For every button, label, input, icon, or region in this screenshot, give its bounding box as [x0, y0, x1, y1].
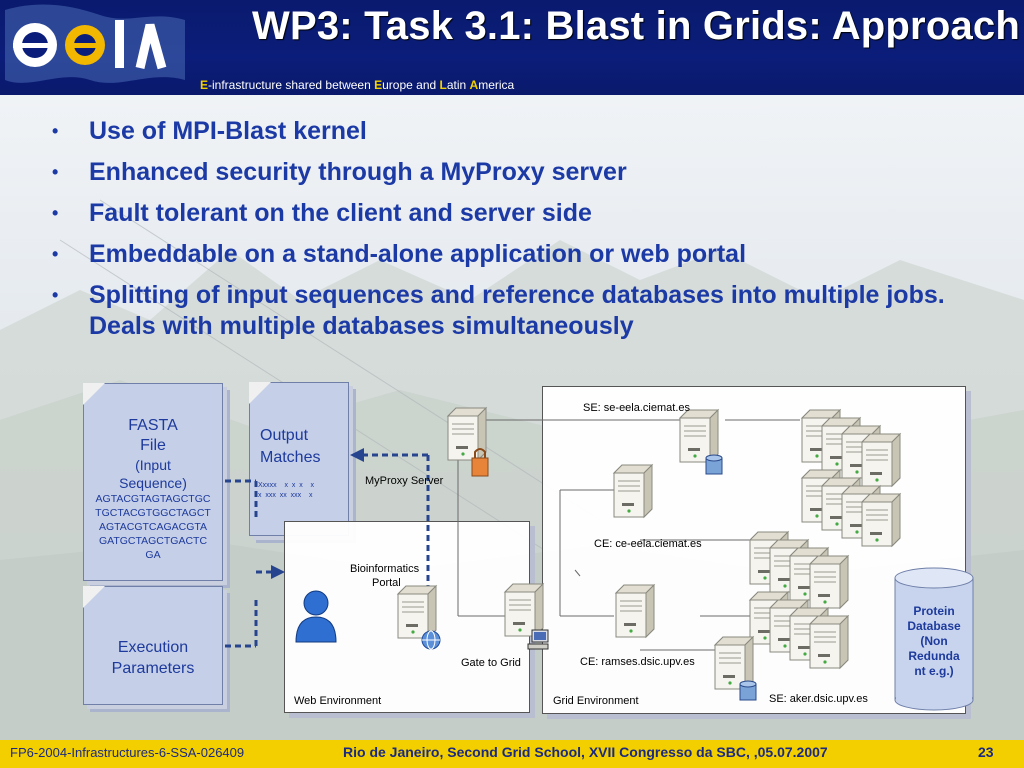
- footer-project-code: FP6-2004-Infrastructures-6-SSA-026409: [10, 745, 245, 760]
- exec-label: Execution: [117, 639, 189, 656]
- gate-label: Gate to Grid: [461, 657, 521, 669]
- subtitle-part: L: [439, 78, 447, 92]
- database-icon: [705, 454, 723, 475]
- fasta-sequence-line: GA: [145, 549, 161, 561]
- exec-label: Parameters: [111, 660, 195, 677]
- bullet-dot: •: [52, 285, 59, 305]
- se-ciemat-label: SE: se-eela.ciemat.es: [583, 402, 690, 414]
- footer-event: Rio de Janeiro, Second Grid School, XVII…: [343, 744, 828, 760]
- protein-database-icon: [894, 567, 974, 711]
- protein-label-line: Database: [907, 619, 961, 633]
- subtitle-part: -infrastructure shared between: [208, 78, 375, 92]
- bullet-item: • Enhanced security through a MyProxy ser…: [52, 157, 982, 188]
- grid-environment-label: Grid Environment: [553, 695, 639, 707]
- page-fold-icon: [83, 586, 105, 608]
- page-number: 23: [978, 744, 994, 760]
- execution-parameters-box: Execution Parameters: [83, 586, 223, 705]
- bullet-list: • Use of MPI-Blast kernel • Enhanced secur…: [52, 116, 982, 352]
- server-icon: [861, 493, 901, 547]
- output-data-line: Xxxxx x x x x: [258, 482, 315, 489]
- protein-label-line: (Non: [920, 634, 948, 648]
- fasta-sequence-line: AGTACGTAGTAGCTGC: [95, 493, 211, 505]
- protein-label-line: Redunda: [908, 649, 960, 663]
- bullet-text: Embeddable on a stand-alone application …: [89, 240, 747, 268]
- slide-header: WP3: Task 3.1: Blast in Grids: Approach …: [0, 0, 1024, 95]
- slide-subtitle: E-infrastructure shared between Europe a…: [200, 78, 514, 92]
- subtitle-part: E: [200, 78, 209, 92]
- gate-server-icon: [504, 583, 544, 637]
- database-icon: [739, 680, 757, 701]
- bullet-item: • Fault tolerant on the client and server…: [52, 198, 982, 229]
- bullet-text: Use of MPI-Blast kernel: [89, 117, 367, 145]
- ce-ciemat-label: CE: ce-eela.ciemat.es: [594, 538, 702, 550]
- server-icon: [861, 433, 901, 487]
- bullet-text: Fault tolerant on the client and server …: [89, 199, 592, 227]
- fasta-file-box: FASTA File (Input Sequence) AGTACGTAGTAG…: [83, 383, 223, 581]
- page-fold-icon: [249, 382, 271, 404]
- ce-upv-server-icon: [615, 584, 655, 638]
- bullet-dot: •: [52, 244, 59, 264]
- protein-label-line: Protein: [913, 604, 955, 618]
- protein-label-line: nt e.g.): [914, 664, 954, 678]
- se-upv-label: SE: aker.dsic.upv.es: [769, 693, 868, 705]
- arrow-head-icon: [350, 448, 364, 462]
- subtitle-part: urope and: [382, 78, 440, 92]
- server-icon: [809, 555, 849, 609]
- subtitle-part: A: [469, 78, 479, 92]
- ce-ciemat-server-icon: [613, 464, 653, 518]
- myproxy-label: MyProxy Server: [365, 475, 444, 487]
- bullet-text: Splitting of input sequences and referen…: [89, 281, 945, 340]
- fasta-title: FASTA: [128, 417, 178, 434]
- user-icon: [295, 590, 337, 643]
- arrow-head-icon: [271, 565, 285, 579]
- bullet-item: • Splitting of input sequences and refere…: [52, 280, 982, 342]
- cluster-upv: [749, 531, 849, 669]
- fasta-sequence-line: GATGCTAGCTGACTC: [98, 535, 208, 547]
- bullet-dot: •: [52, 203, 59, 223]
- server-icon: [809, 615, 849, 669]
- portal-label: Portal: [372, 577, 401, 589]
- output-label: Output: [260, 427, 309, 444]
- bullet-dot: •: [52, 121, 59, 141]
- fasta-sequence-line: AGTACGTCAGACGTA: [98, 521, 208, 533]
- output-data-line: x xxx xx xxx x: [258, 492, 313, 499]
- network-lines: [457, 419, 800, 651]
- computer-icon: [527, 629, 549, 650]
- bullet-item: • Embeddable on a stand-alone application…: [52, 239, 982, 270]
- myproxy-server-icon: [447, 407, 487, 461]
- fasta-input-label: Sequence): [119, 475, 187, 491]
- bullet-dot: •: [52, 162, 59, 182]
- bullet-text: Enhanced security through a MyProxy serv…: [89, 158, 627, 186]
- fasta-subtitle: File: [140, 437, 166, 454]
- ce-upv-label: CE: ramses.dsic.upv.es: [580, 656, 695, 668]
- output-label: Matches: [260, 449, 321, 466]
- globe-icon: [421, 630, 441, 650]
- slide-footer: FP6-2004-Infrastructures-6-SSA-026409 Ri…: [0, 740, 1024, 768]
- subtitle-part: atin: [446, 78, 470, 92]
- web-environment-label: Web Environment: [294, 695, 382, 707]
- output-matches-box: Output Matches Xxxxx x x x x x xxx xx xx…: [249, 382, 349, 536]
- portal-label: Bioinformatics: [350, 563, 420, 575]
- subtitle-part: merica: [478, 78, 515, 92]
- slide-title: WP3: Task 3.1: Blast in Grids: Approach: [252, 4, 1020, 48]
- subtitle-part: E: [374, 78, 383, 92]
- protein-database-label: Protein Database (Non Redunda nt e.g.): [895, 604, 973, 679]
- fasta-input-label: (Input: [135, 457, 171, 473]
- fasta-sequence-line: TGCTACGTGGCTAGCT: [95, 507, 211, 519]
- lock-icon: [471, 448, 489, 477]
- se-ciemat-server-icon: [679, 409, 719, 463]
- portal-server-icon: [397, 585, 437, 639]
- bullet-item: • Use of MPI-Blast kernel: [52, 116, 982, 147]
- cluster-ciemat: [801, 409, 901, 547]
- page-fold-icon: [83, 383, 105, 405]
- eela-logo: [5, 4, 185, 83]
